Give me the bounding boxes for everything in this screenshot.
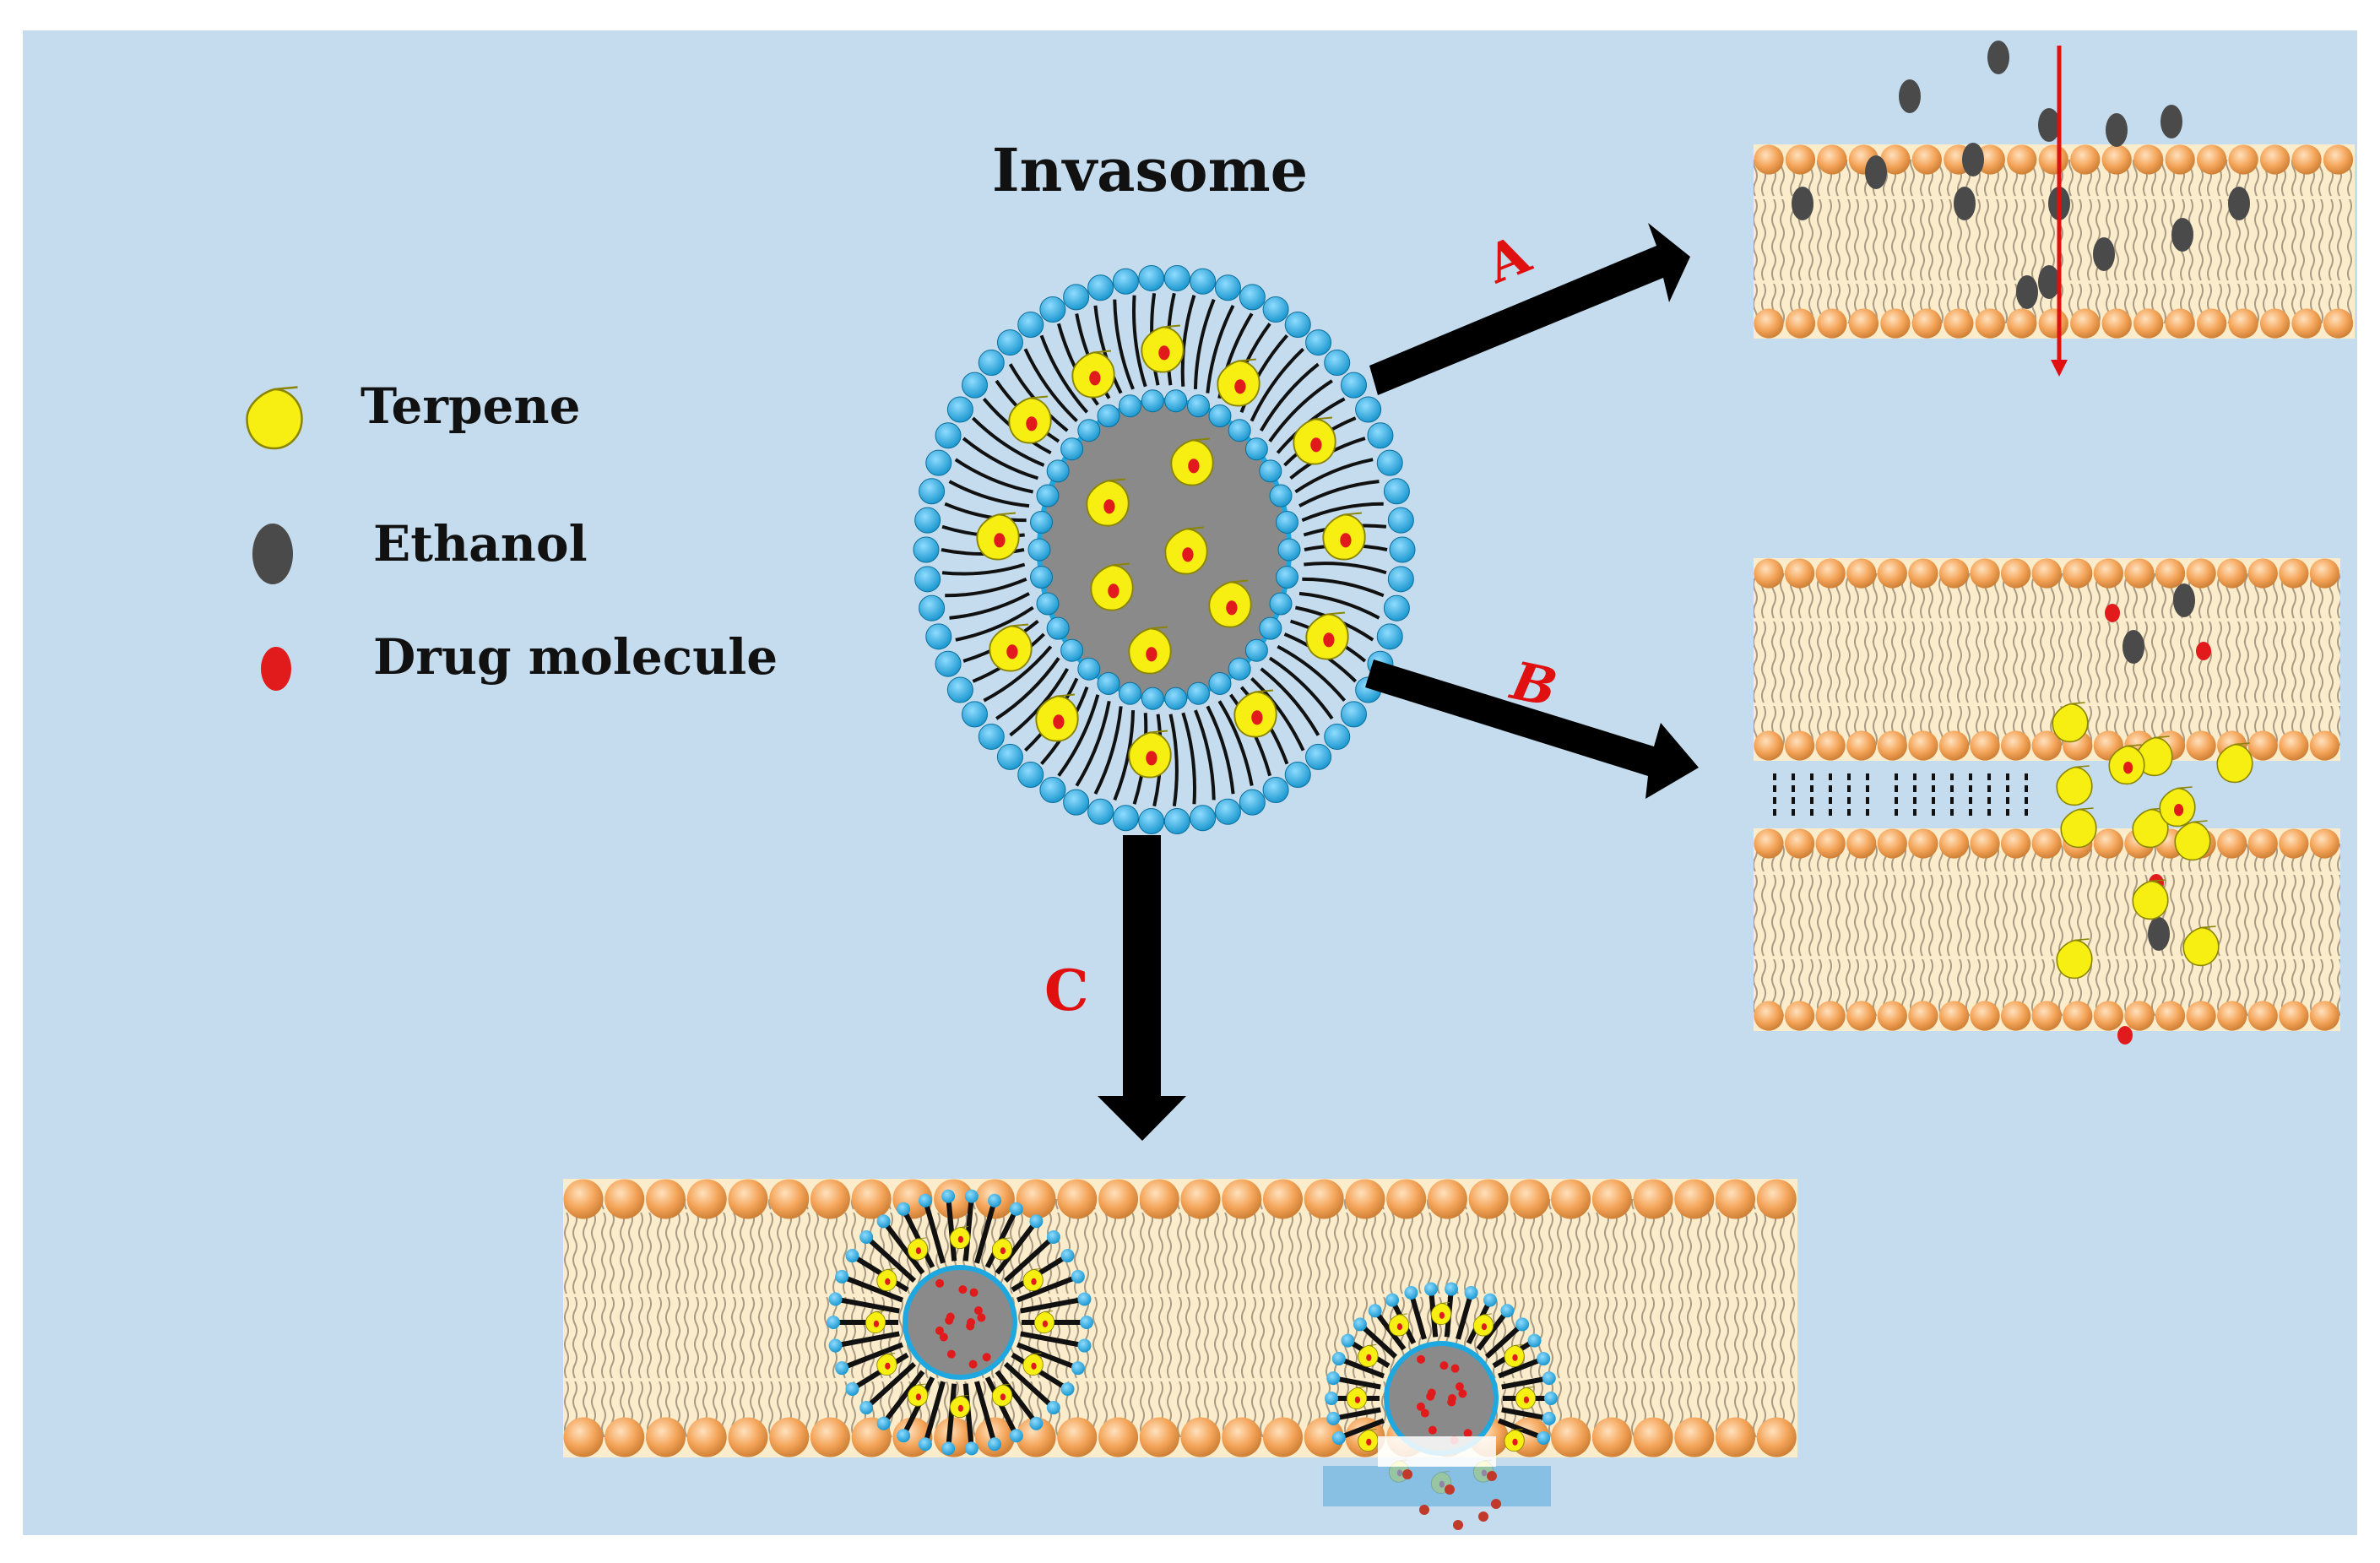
invasome-vesicle (913, 264, 1416, 835)
arrow-c (1098, 835, 1186, 1141)
diagram-panel: Invasome Terpene Ethanol Drug molecule A… (23, 30, 2357, 1535)
pathway-label-b: B (1504, 649, 1562, 719)
legend-label-terpene: Terpene (361, 377, 581, 435)
arrow-b (1365, 659, 1699, 799)
arrow-a (1369, 223, 1690, 395)
terpene-drop-icon (246, 386, 303, 450)
legend-label-ethanol: Ethanol (373, 515, 588, 573)
membrane-b (1754, 558, 2340, 1045)
drug-dot-icon (261, 647, 291, 691)
legend-label-drug-molecule: Drug molecule (373, 628, 778, 686)
legend: Terpene Ethanol Drug molecule (246, 377, 778, 691)
membrane-c (563, 1179, 1797, 1530)
diagram-title: Invasome (992, 135, 1308, 205)
pathway-label-c: C (1044, 958, 1089, 1023)
ethanol-oval-icon (252, 524, 293, 584)
membrane-a (1754, 41, 2355, 377)
pathway-label-a: A (1477, 223, 1539, 296)
